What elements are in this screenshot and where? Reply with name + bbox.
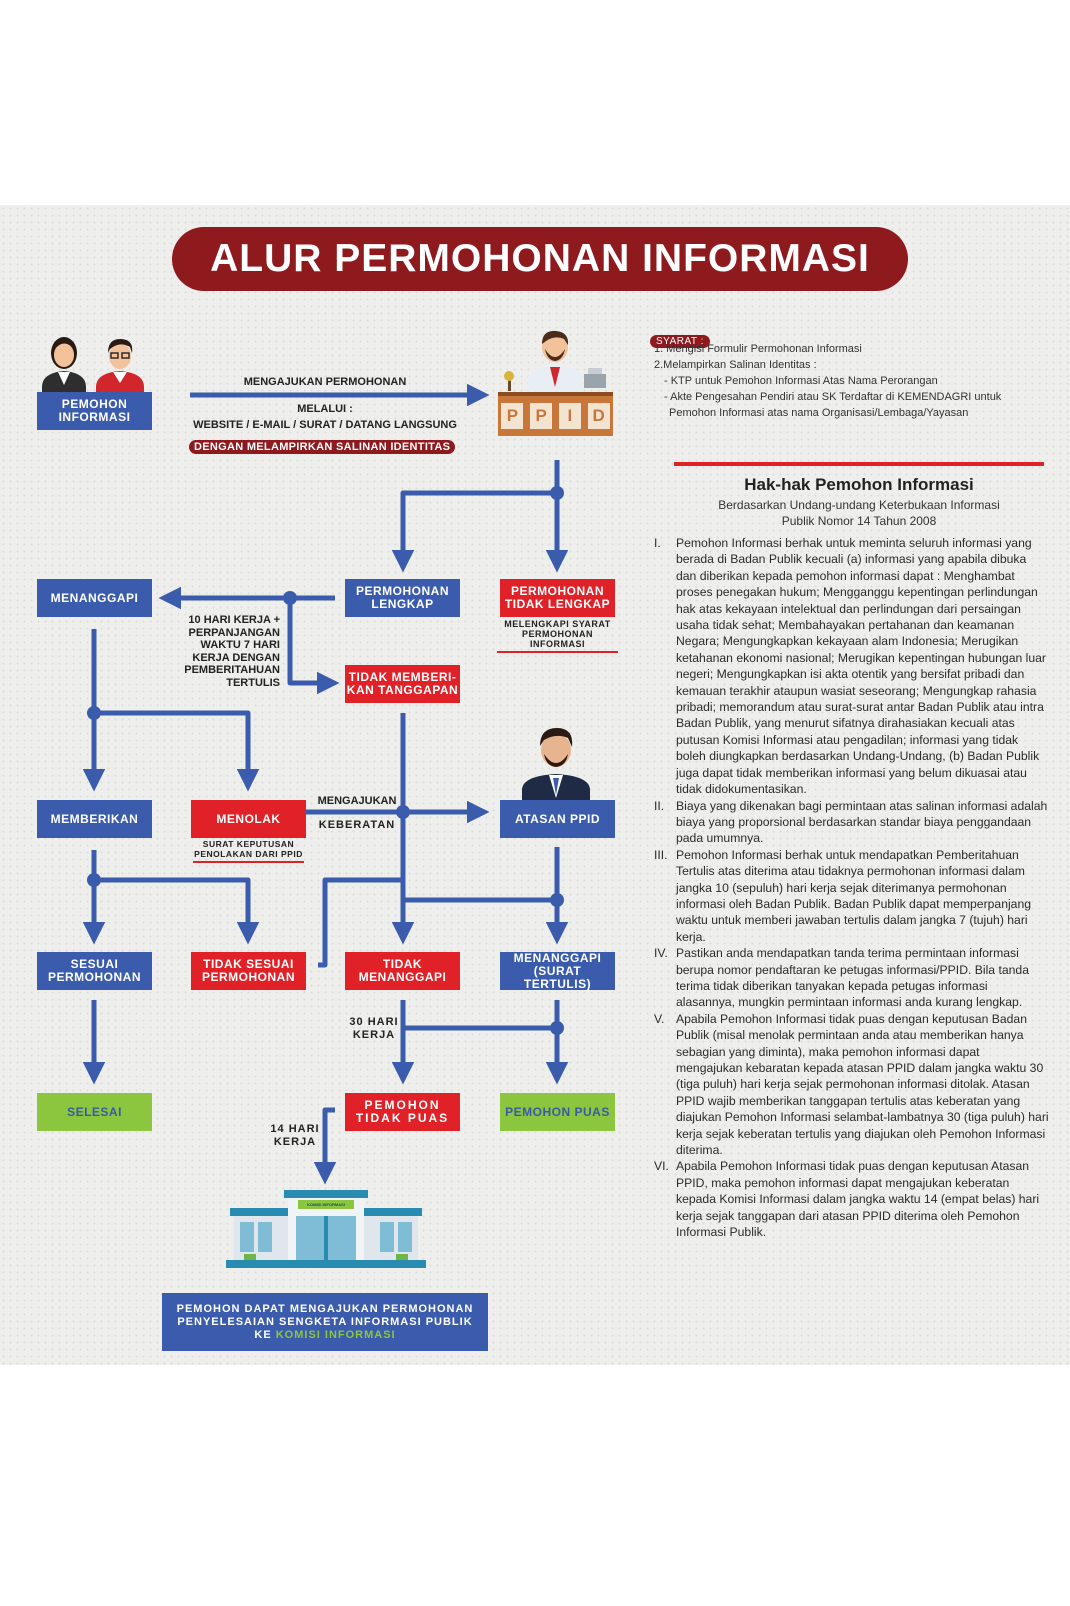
arrow-tidak-puas-down (313, 1107, 337, 1185)
selesai-box: SELESAI (37, 1093, 152, 1131)
page-title: ALUR PERMOHONAN INFORMASI (172, 227, 908, 291)
syarat-line: 1. Mengisi Formulir Permohonan Informasi (654, 343, 862, 355)
flow-connectors (82, 383, 569, 1185)
syarat-line: - Akte Pengesahan Pendiri atau SK Terdaf… (664, 391, 1002, 403)
rights-item: IV. Pastikan anda mendapatkan tanda terim… (654, 945, 1049, 1011)
syarat-badge: SYARAT : (650, 335, 710, 348)
komisi-informasi-building-icon (226, 1190, 426, 1268)
rights-item: I. Pemohon Informasi berhak untuk meminta… (654, 535, 1049, 798)
infographic-poster: ALUR PERMOHONAN INFORMASI (0, 205, 1070, 1365)
menolak-box: MENOLAK (191, 800, 306, 838)
rights-item-text: Apabila Pemohon Informasi tidak puas den… (676, 1159, 1040, 1240)
rights-item-text: Apabila Pemohon Informasi tidak puas den… (676, 1011, 1049, 1158)
rights-item: VI. Apabila Pemohon Informasi tidak puas … (654, 1158, 1049, 1240)
rights-item: III. Pemohon Informasi berhak untuk menda… (654, 847, 1049, 945)
melalui-label: MELALUI : (297, 403, 353, 415)
lampiran-badge: DENGAN MELAMPIRKAN SALINAN IDENTITAS (189, 440, 456, 454)
final-line-1: PEMOHON DAPAT MENGAJUKAN PERMOHONAN (176, 1302, 474, 1315)
atasan-ppid-box: ATASAN PPID (500, 800, 615, 838)
final-line-3-highlight: KOMISI INFORMASI (275, 1328, 396, 1341)
deadline-note: 10 HARI KERJA + PERPANJANGAN WAKTU 7 HAR… (184, 614, 280, 689)
ppid-letter: P (501, 403, 524, 429)
final-komisi-box: PEMOHON DAPAT MENGAJUKAN PERMOHONAN PENY… (162, 1293, 488, 1351)
mengajukan-keberatan-label-1: MENGAJUKAN (317, 795, 397, 807)
syarat-line: - KTP untuk Pemohon Informasi Atas Nama … (664, 375, 938, 387)
rights-item-number: I. (654, 536, 661, 550)
final-line-2: PENYELESAIAN SENGKETA INFORMASI PUBLIK (177, 1315, 473, 1328)
ppid-desk-icon (504, 330, 606, 391)
ppid-letter: I (558, 403, 581, 429)
rights-subtitle: Berdasarkan Undang-undang Keterbukaan In… (718, 498, 1000, 528)
30-hari-kerja-label: 30 HARI KERJA (349, 1016, 399, 1041)
rights-item: V. Apabila Pemohon Informasi tidak puas d… (654, 1011, 1049, 1159)
pemohon-informasi-box: PEMOHON INFORMASI (37, 392, 152, 430)
rights-item-number: VI. (654, 1159, 669, 1174)
rights-list: I. Pemohon Informasi berhak untuk meminta… (654, 535, 1049, 1240)
rights-item-number: II. (654, 798, 665, 813)
rights-title: Hak-hak Pemohon Informasi (744, 475, 974, 494)
rights-item-text: Pemohon Informasi berhak untuk mendapatk… (676, 847, 1032, 944)
ppid-letter: D (587, 403, 610, 429)
ppid-letter: P (530, 403, 553, 429)
arrow-to-tidak-menanggapi (391, 897, 557, 945)
rights-item-text: Pemohon Informasi berhak untuk meminta s… (676, 536, 1046, 797)
rights-item-number: IV. (654, 946, 668, 961)
mengajukan-keberatan-label-2: KEBERATAN (318, 819, 396, 831)
arrow-branch-lengkap (391, 490, 557, 573)
14-hari-kerja-label: 14 HARI KERJA (270, 1123, 320, 1148)
tidak-memberikan-tanggapan-box: TIDAK MEMBERI- KAN TANGGAPAN (345, 665, 460, 703)
syarat-line: Pemohon Informasi atas nama Organisasi/L… (669, 407, 969, 419)
arrow-tidak-sesuai-loop (318, 812, 406, 968)
memberikan-box: MEMBERIKAN (37, 800, 152, 838)
arrow-to-tidak-memberi (287, 598, 340, 695)
melengkapi-note: MELENGKAPI SYARAT PERMOHONAN INFORMASI (497, 619, 618, 653)
rights-item: II. Biaya yang dikenakan bagi permintaan … (654, 798, 1049, 847)
arrow-to-tidak-sesuai (94, 877, 260, 945)
sesuai-permohonan-box: SESUAI PERMOHONAN (37, 952, 152, 990)
pemohon-people-icon (42, 337, 144, 400)
final-line-3-prefix: KE (254, 1328, 276, 1341)
mengajukan-label: MENGAJUKAN PERMOHONAN (243, 376, 407, 388)
rights-item-number: V. (654, 1011, 665, 1026)
rights-item-text: Pastikan anda mendapatkan tanda terima p… (676, 946, 1029, 1010)
tidak-sesuai-permohonan-box: TIDAK SESUAI PERMOHONAN (191, 952, 306, 990)
permohonan-tidak-lengkap-box: PERMOHONAN TIDAK LENGKAP (500, 579, 615, 617)
ppid-desk-sign: P P I D (498, 392, 613, 436)
rights-item-text: Biaya yang dikenakan bagi permintaan ata… (676, 798, 1048, 846)
permohonan-lengkap-box: PERMOHONAN LENGKAP (345, 579, 460, 617)
syarat-line: 2.Melampirkan Salinan Identitas : (654, 359, 817, 371)
tidak-menanggapi-box: TIDAK MENANGGAPI (345, 952, 460, 990)
atasan-ppid-person-icon (522, 728, 590, 803)
channels-label: WEBSITE / E-MAIL / SURAT / DATANG LANGSU… (193, 419, 457, 431)
menanggapi-box: MENANGGAPI (37, 579, 152, 617)
building-sign-label: KOMISI INFORMASI (307, 1202, 345, 1207)
pemohon-tidak-puas-box: PEMOHON TIDAK PUAS (345, 1093, 460, 1131)
arrow-to-menolak (94, 710, 260, 792)
pemohon-puas-box: PEMOHON PUAS (500, 1093, 615, 1131)
final-line-3: KE KOMISI INFORMASI (162, 1329, 488, 1342)
rights-item-number: III. (654, 847, 668, 862)
menanggapi-surat-box: MENANGGAPI (SURAT TERTULIS) (500, 951, 615, 990)
sk-penolakan-note: SURAT KEPUTUSAN PENOLAKAN DARI PPID (193, 839, 304, 863)
section-divider (674, 462, 1044, 466)
